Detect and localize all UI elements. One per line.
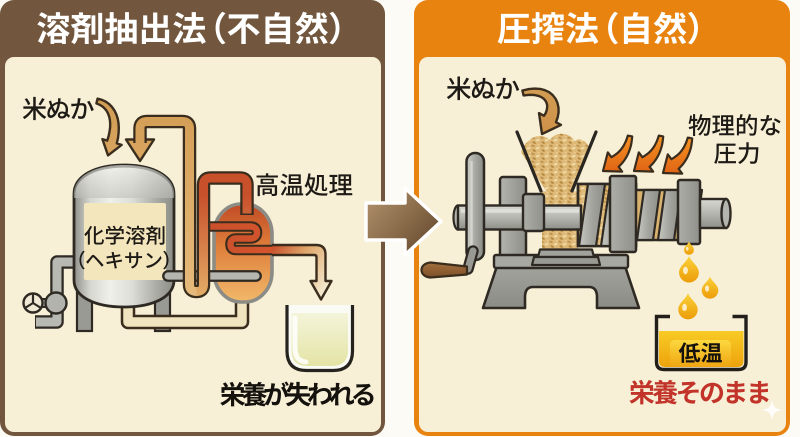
- text-solvent-line1: 化学溶剤: [84, 225, 166, 249]
- text-solvent-line2: （ヘキサン）: [77, 250, 170, 273]
- panel-pressing: [414, 0, 790, 436]
- text-rice-bran-right: 米ぬか: [446, 75, 519, 105]
- text-title-press: 圧搾法（自然）: [497, 10, 707, 50]
- text-result-keep: 栄養そのまま: [629, 379, 769, 410]
- text-pressure-line2: 圧力: [714, 141, 761, 169]
- text-rice-bran-left: 米ぬか: [22, 96, 93, 126]
- text-result-lost: 栄養が失われる: [220, 381, 373, 412]
- panel-solvent-extraction: [0, 0, 385, 436]
- text-high-heat: 高温処理: [255, 172, 353, 201]
- text-title-solvent: 溶剤抽出法（不自然）: [36, 10, 348, 50]
- text-pressure-line1: 物理的な: [688, 113, 782, 141]
- text-low-temp: 低温: [678, 341, 722, 367]
